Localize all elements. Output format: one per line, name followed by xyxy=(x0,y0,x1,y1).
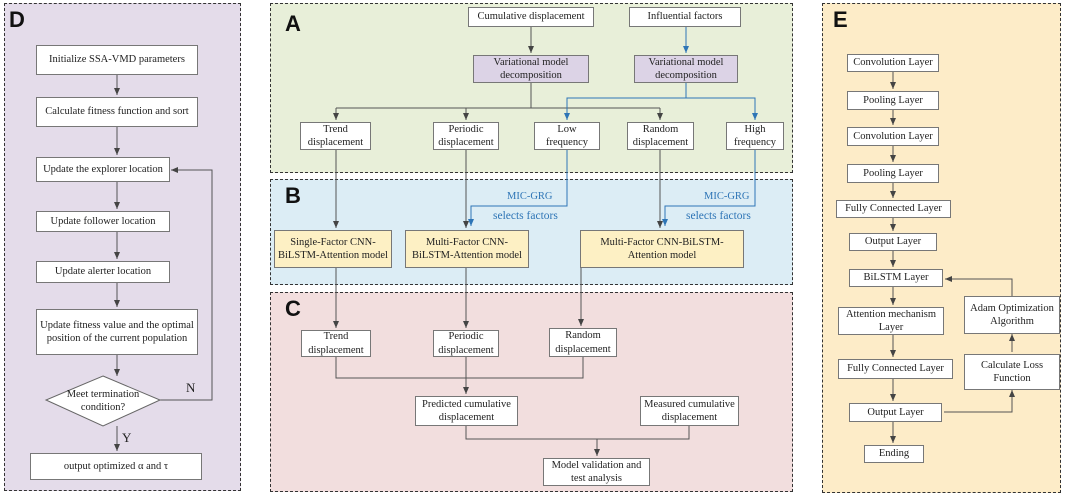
high-frequency-box: High frequency xyxy=(726,122,784,150)
bilstm-layer: BiLSTM Layer xyxy=(849,269,943,287)
panel-label-a: A xyxy=(285,11,301,36)
convolution-layer-2: Convolution Layer xyxy=(847,127,939,146)
influential-factors-box: Influential factors xyxy=(629,7,741,27)
decision-label: Meet termination condition? xyxy=(66,389,140,413)
selects-factors-right-label: selects factors xyxy=(686,210,751,222)
panel-c xyxy=(270,292,793,492)
periodic-displacement-box: Periodic displacement xyxy=(433,122,499,150)
follower-location-box: Update follower location xyxy=(36,211,170,232)
predicted-periodic-box: Periodic displacement xyxy=(433,330,499,357)
mic-grg-left-label: MIC-GRG xyxy=(507,191,553,202)
yes-label: Y xyxy=(122,430,132,445)
single-factor-model-box: Single-Factor CNN-BiLSTM-Attention model xyxy=(274,230,392,268)
trend-displacement-box: Trend displacement xyxy=(300,122,371,150)
vmd-right-box: Variational model decomposition xyxy=(634,55,738,83)
panel-label-c: C xyxy=(285,296,301,321)
predicted-cumulative-box: Predicted cumulative displacement xyxy=(415,396,518,426)
attention-mechanism-layer: Attention mechanism Layer xyxy=(838,307,944,335)
predicted-random-box: Random displacement xyxy=(549,328,617,357)
fully-connected-layer-2: Fully Connected Layer xyxy=(838,359,953,379)
fully-connected-layer-1: Fully Connected Layer xyxy=(836,200,951,218)
selects-factors-left-label: selects factors xyxy=(493,210,558,222)
panel-label-b: B xyxy=(285,183,301,208)
convolution-layer-1: Convolution Layer xyxy=(847,54,939,72)
model-validation-box: Model validation and test analysis xyxy=(543,458,650,486)
panel-label-e: E xyxy=(833,7,848,32)
loss-function-box: Calculate Loss Function xyxy=(964,354,1060,390)
random-displacement-box: Random displacement xyxy=(627,122,694,150)
measured-cumulative-box: Measured cumulative displacement xyxy=(640,396,739,426)
pooling-layer-1: Pooling Layer xyxy=(847,91,939,110)
cumulative-displacement-box: Cumulative displacement xyxy=(468,7,594,27)
output-layer-1: Output Layer xyxy=(849,233,937,251)
multi-factor-model-box-2: Multi-Factor CNN-BiLSTM-Attention model xyxy=(580,230,744,268)
termination-decision-diamond xyxy=(44,375,162,427)
multi-factor-model-box-1: Multi-Factor CNN-BiLSTM-Attention model xyxy=(405,230,529,268)
ending-box: Ending xyxy=(864,445,924,463)
low-frequency-box: Low frequency xyxy=(534,122,600,150)
update-fitness-box: Update fitness value and the optimal pos… xyxy=(36,309,198,355)
output-layer-2: Output Layer xyxy=(849,403,942,422)
init-parameters-box: Initialize SSA-VMD parameters xyxy=(36,45,198,75)
pooling-layer-2: Pooling Layer xyxy=(847,164,939,183)
explorer-location-box: Update the explorer location xyxy=(36,157,170,182)
no-label: N xyxy=(186,380,196,395)
alerter-location-box: Update alerter location xyxy=(36,261,170,283)
vmd-left-box: Variational model decomposition xyxy=(473,55,589,83)
fitness-sort-box: Calculate fitness function and sort xyxy=(36,97,198,127)
panel-label-d: D xyxy=(9,7,25,32)
adam-optimization-box: Adam Optimization Algorithm xyxy=(964,296,1060,334)
mic-grg-right-label: MIC-GRG xyxy=(704,191,750,202)
predicted-trend-box: Trend displacement xyxy=(301,330,371,357)
output-optimized-box: output optimized α and τ xyxy=(30,453,202,480)
